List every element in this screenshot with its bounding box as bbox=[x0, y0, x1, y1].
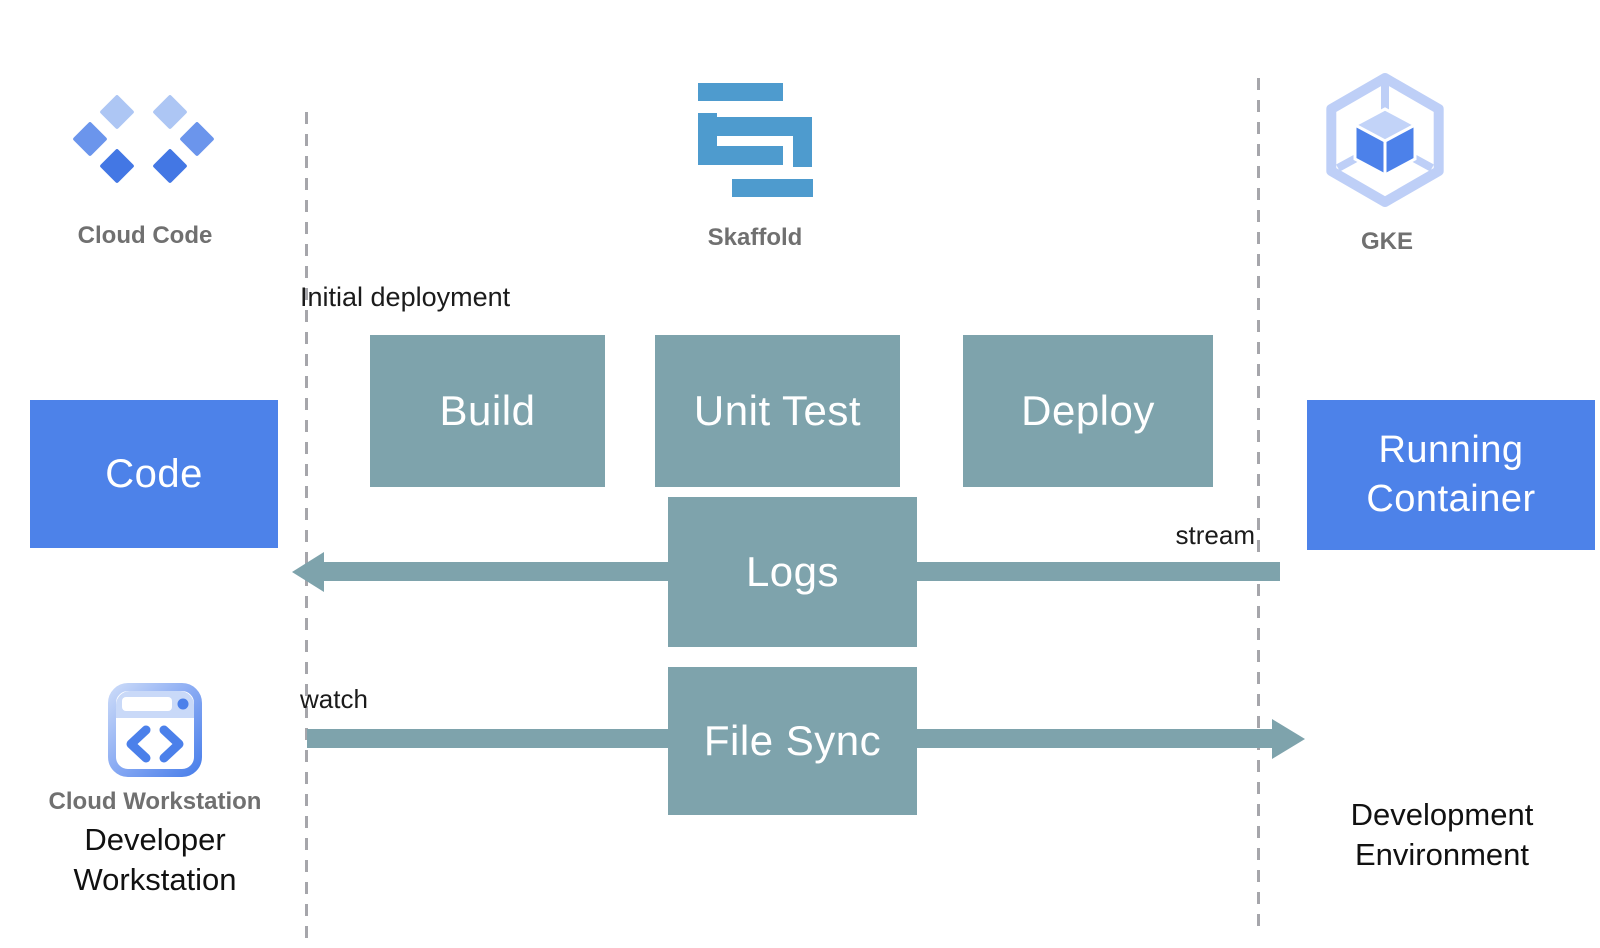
file-sync-arrowhead-icon bbox=[1272, 719, 1305, 759]
build-box: Build bbox=[370, 335, 605, 487]
skaffold-icon bbox=[698, 83, 813, 197]
watch-label: watch bbox=[300, 684, 368, 714]
left-lane-divider bbox=[305, 112, 308, 948]
stream-label: stream bbox=[1175, 520, 1255, 550]
development-environment-label: Development Environment bbox=[1350, 797, 1534, 872]
cloud-code-label: Cloud Code bbox=[77, 222, 213, 249]
file-sync-box: File Sync bbox=[668, 667, 917, 815]
logs-box: Logs bbox=[668, 497, 917, 647]
running-container-box: Running Container bbox=[1307, 400, 1595, 550]
gke-label: GKE bbox=[1360, 228, 1413, 255]
right-lane-divider bbox=[1257, 78, 1260, 930]
cloud-workstation-label: Cloud Workstation bbox=[48, 788, 262, 815]
code-box: Code bbox=[30, 400, 278, 548]
cloud-workstation-icon bbox=[108, 683, 202, 777]
deploy-box: Deploy bbox=[963, 335, 1213, 487]
skaffold-label: Skaffold bbox=[707, 224, 803, 251]
cloud-code-icon bbox=[73, 95, 214, 183]
unit-test-box: Unit Test bbox=[655, 335, 900, 487]
gke-icon bbox=[1326, 73, 1444, 207]
logs-stream-arrowhead-icon bbox=[292, 552, 324, 592]
initial-deployment-label: Initial deployment bbox=[300, 282, 511, 312]
developer-workstation-label: Developer Workstation bbox=[73, 822, 237, 897]
